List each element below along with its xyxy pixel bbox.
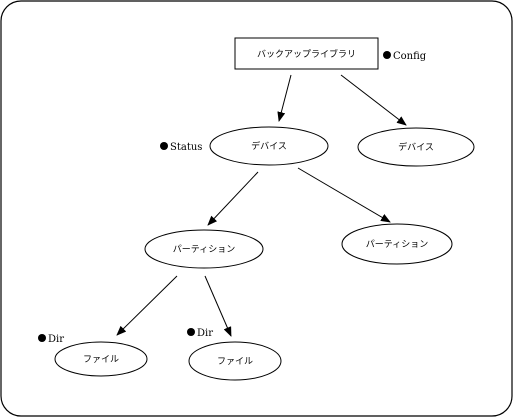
file-node-1-label: ファイル <box>83 355 119 365</box>
file-node-1: ファイル <box>54 341 148 377</box>
partition-node-1-label: パーティション <box>173 244 235 255</box>
arrow-device-1-to-partition-2 <box>297 167 391 223</box>
arrow-device-1-to-partition-1 <box>207 171 259 226</box>
file-node-2-label: ファイル <box>217 357 253 367</box>
dir-1-label: Dir <box>48 334 64 345</box>
dir-2-bullet-icon <box>187 328 195 336</box>
file-node-2: ファイル <box>188 341 282 381</box>
library-node-label: バックアップライブラリ <box>257 48 356 60</box>
dir-2-label: Dir <box>197 328 213 339</box>
device-node-1-label: デバイス <box>251 140 287 152</box>
library-node: バックアップライブラリ <box>234 37 379 70</box>
device-node-2: デバイス <box>357 127 475 167</box>
config-bullet-icon <box>383 51 391 59</box>
arrow-partition-1-to-file-2 <box>204 275 232 337</box>
status-label: Status <box>170 142 202 153</box>
device-node-1: デバイス <box>209 126 329 166</box>
device-node-2-label: デバイス <box>398 141 434 153</box>
arrow-partition-1-to-file-1 <box>116 275 178 336</box>
partition-node-1: パーティション <box>144 229 264 269</box>
dir-1-bullet-icon <box>38 334 46 342</box>
status-bullet-icon <box>160 142 168 150</box>
arrow-library-to-device-1 <box>277 74 292 122</box>
partition-node-2: パーティション <box>341 223 453 265</box>
config-label: Config <box>393 51 427 62</box>
arrow-library-to-device-2 <box>340 74 407 126</box>
partition-node-2-label: パーティション <box>366 239 428 250</box>
